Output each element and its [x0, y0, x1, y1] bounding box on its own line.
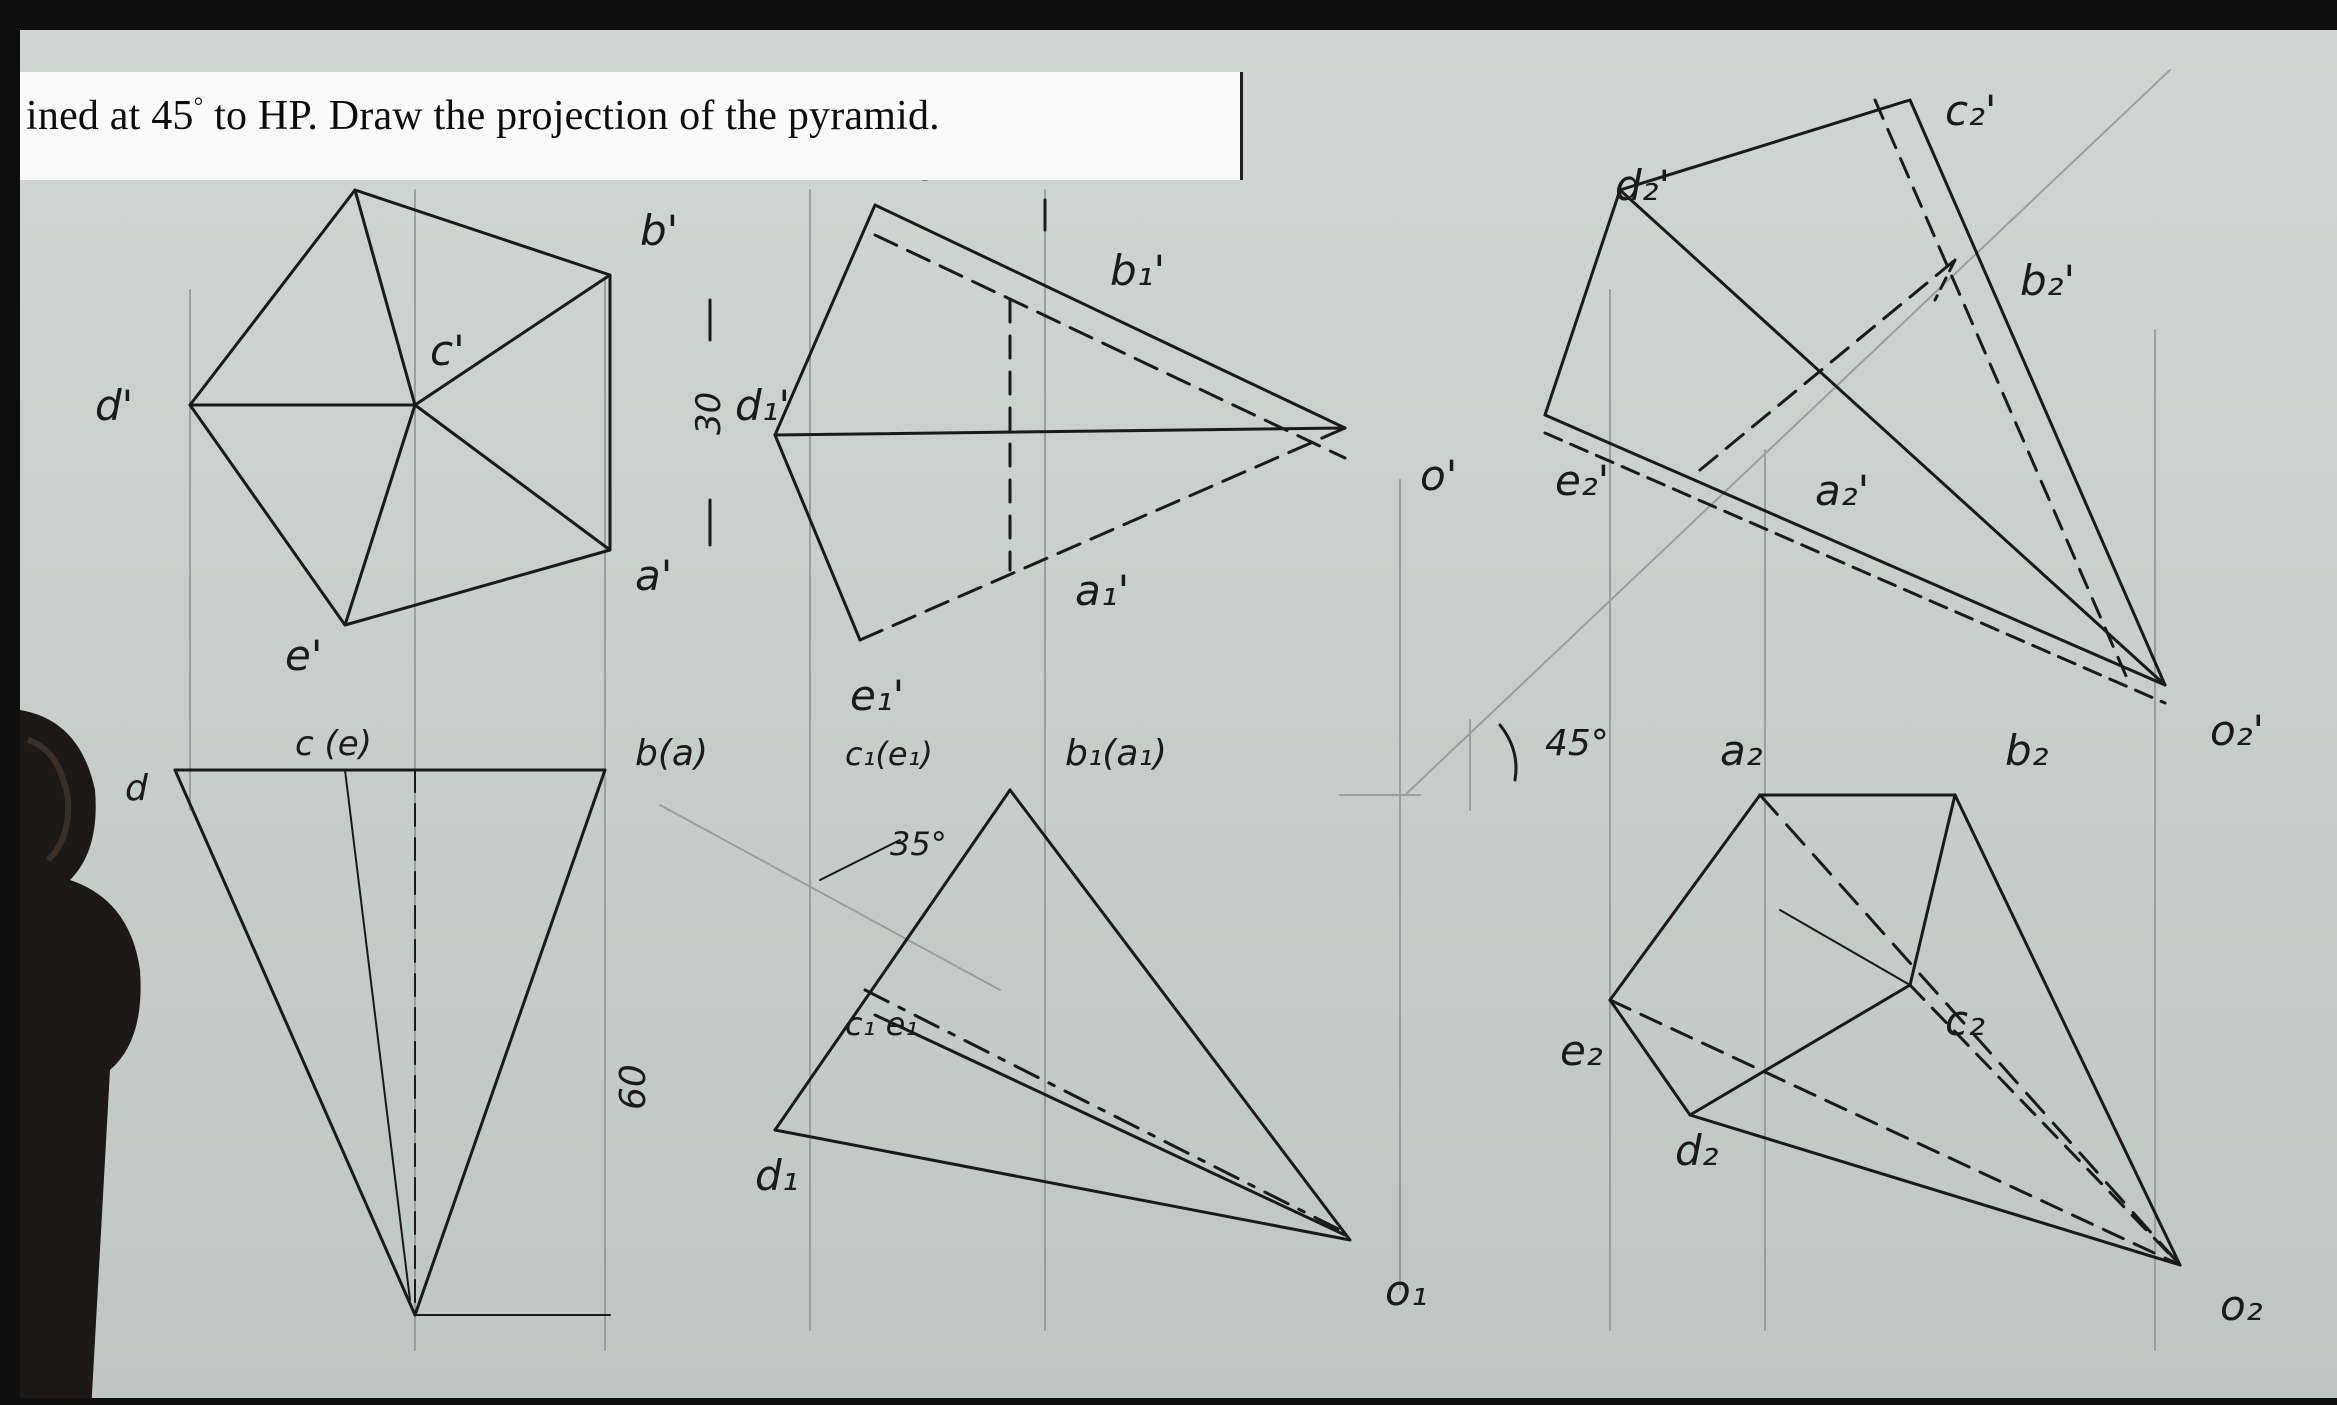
label-b-plan: b(a)	[635, 733, 708, 774]
label-c-plan: c (e)	[295, 724, 372, 764]
caption-degree: °	[193, 94, 204, 120]
front-view-pentagon	[188, 188, 712, 627]
label-a1-top: a₁'	[1075, 566, 1129, 615]
label-d-plan: d	[125, 768, 149, 809]
label-d-top: d'	[95, 381, 133, 430]
front-view-3	[1543, 98, 2167, 705]
label-b2-plan: b₂	[2005, 726, 2049, 775]
presenter-hand	[20, 710, 141, 1398]
construction-lines	[189, 69, 2171, 1351]
label-angle-45: 45°	[1545, 723, 1609, 764]
label-a2-top: a₂'	[1815, 466, 1869, 515]
label-a-top: a'	[635, 551, 672, 600]
top-view-2	[773, 788, 1352, 1242]
label-dim-60: 60	[613, 1064, 654, 1110]
label-b1-plan: b₁(a₁)	[1065, 733, 1167, 774]
label-e2-top: e₂'	[1555, 456, 1609, 505]
top-view-3	[1608, 793, 2182, 1267]
label-c2-top: c₂'	[1945, 86, 1996, 135]
label-o1-plan: o₁	[1385, 1266, 1428, 1315]
label-a2-plan: a₂	[1720, 726, 1763, 775]
label-c1-plan: c₁(e₁)	[845, 735, 933, 773]
label-b-top: b'	[640, 206, 678, 255]
label-d2-top: d₂'	[1615, 161, 1670, 210]
label-angle-35: 35°	[890, 825, 947, 863]
label-c-center: c'	[430, 326, 465, 375]
caption-suffix: to HP. Draw the projection of the pyrami…	[203, 93, 940, 139]
label-d2-plan: d₂	[1675, 1126, 1719, 1175]
label-d1-plan: d₁	[755, 1151, 799, 1200]
label-e-top: e'	[285, 631, 322, 680]
label-e1-top: e₁'	[850, 671, 904, 720]
label-o-top: o'	[1420, 451, 1457, 500]
top-view-triangle	[173, 768, 611, 1317]
label-o2-top: o₂'	[2210, 706, 2264, 755]
front-view-2	[773, 198, 1347, 642]
drawing-board: c' b' c' d' e' a' 30 c (e) b(a) d 60 c₁'…	[20, 30, 2337, 1398]
label-dim-30: 30	[689, 392, 729, 435]
label-c1e1-plan: c₁ e₁	[845, 1005, 918, 1043]
label-b1-top: b₁'	[1110, 246, 1165, 295]
projection-drawing: c' b' c' d' e' a' 30 c (e) b(a) d 60 c₁'…	[95, 69, 2264, 1351]
caption-prefix: ined at 45	[26, 93, 194, 139]
label-b2-top: b₂'	[2020, 256, 2075, 305]
label-o2-plan: o₂	[2220, 1281, 2263, 1330]
label-c2-plan: c₂	[1945, 996, 1985, 1045]
problem-caption: ined at 45° to HP. Draw the projection o…	[20, 72, 1243, 180]
label-d1-top: d₁'	[735, 381, 790, 430]
label-e2-plan: e₂	[1560, 1026, 1603, 1075]
caption-text: ined at 45° to HP. Draw the projection o…	[26, 92, 940, 140]
angle-45-mark	[1498, 723, 1518, 782]
